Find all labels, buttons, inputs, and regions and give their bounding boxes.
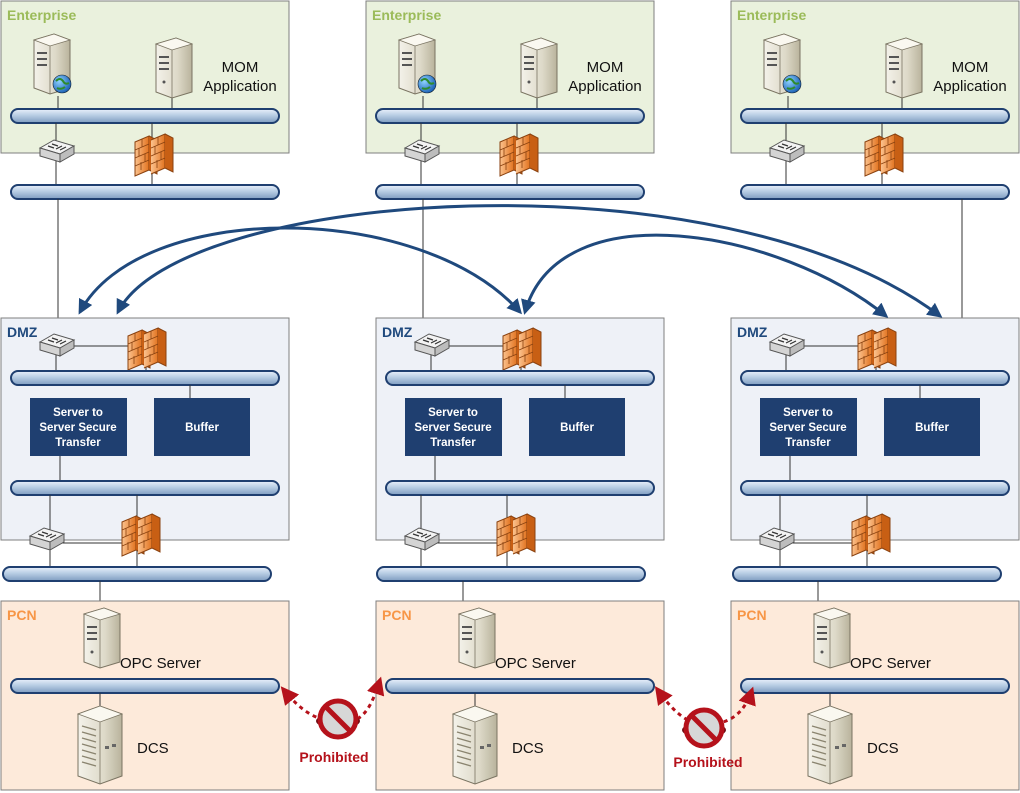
dmz1-dmz3-arrow <box>116 204 943 318</box>
dmz-title: DMZ <box>737 324 768 340</box>
firewall-icon <box>134 133 174 177</box>
opc-server-icon <box>83 607 121 669</box>
secure-transfer-line3: Transfer <box>430 437 476 449</box>
secure-transfer-line1: Server to <box>428 407 478 419</box>
secure-transfer-line3: Transfer <box>785 437 831 449</box>
pcn-zone <box>375 600 665 791</box>
firewall-icon <box>127 327 167 371</box>
enterprise-edge-bus <box>375 184 645 200</box>
enterprise-edge-bus <box>10 184 280 200</box>
dcs-label: DCS <box>137 740 169 757</box>
mom-label-line1: MOM <box>952 59 989 76</box>
firewall-icon <box>499 133 539 177</box>
dmz2-dmz3-arrow <box>521 233 889 318</box>
secure-transfer-line3: Transfer <box>55 437 101 449</box>
pcn-bus <box>10 678 280 694</box>
secure-transfer-line1: Server to <box>53 407 103 419</box>
pcn-zone <box>730 600 1020 791</box>
dmz-pcn-bus <box>732 566 1002 582</box>
opc-server-icon <box>458 607 496 669</box>
mom-label-line2: Application <box>568 78 641 95</box>
buffer-label: Buffer <box>915 422 949 434</box>
secure-transfer-line1: Server to <box>783 407 833 419</box>
dmz-lower-bus <box>740 480 1010 496</box>
enterprise-title: Enterprise <box>372 7 441 23</box>
pcn-title: PCN <box>7 607 37 623</box>
prohibited-icon <box>682 707 726 749</box>
dmz-pcn-bus <box>2 566 272 582</box>
dmz-lower-bus <box>10 480 280 496</box>
enterprise-edge-bus <box>740 184 1010 200</box>
firewall-icon <box>502 327 542 371</box>
dmz-upper-bus <box>740 370 1010 386</box>
prohibited-label: Prohibited <box>673 754 742 770</box>
column-2: Enterprise MOM Application DMZ Server to… <box>365 0 665 791</box>
pcn-bus <box>385 678 655 694</box>
secure-transfer-box <box>760 398 857 456</box>
pcn-zone <box>0 600 290 791</box>
opc-server-label: OPC Server <box>495 655 576 672</box>
secure-transfer-box <box>30 398 127 456</box>
dmz-upper-bus <box>10 370 280 386</box>
firewall-icon <box>851 513 891 557</box>
firewall-icon <box>857 327 897 371</box>
dmz-link-arrows <box>78 204 943 318</box>
prohibited-link-2: Prohibited <box>654 686 756 770</box>
opc-server-label: OPC Server <box>120 655 201 672</box>
mom-label-line2: Application <box>203 78 276 95</box>
buffer-box <box>529 398 625 456</box>
pcn-title: PCN <box>737 607 767 623</box>
mom-label-line2: Application <box>933 78 1006 95</box>
buffer-label: Buffer <box>560 422 594 434</box>
web-server-icon <box>763 33 802 95</box>
mom-label-line1: MOM <box>587 59 624 76</box>
buffer-box <box>154 398 250 456</box>
column-1: Enterprise MOM Application DMZ Server to… <box>0 0 290 791</box>
server-icon <box>520 37 558 99</box>
secure-transfer-box <box>405 398 502 456</box>
dmz-lower-bus <box>385 480 655 496</box>
column-3: Enterprise MOM Application DMZ Server to… <box>730 0 1020 791</box>
firewall-icon <box>496 513 536 557</box>
prohibited-link-1: Prohibited <box>280 676 385 765</box>
dcs-tower-icon <box>807 705 853 785</box>
pcn-bus <box>740 678 1010 694</box>
dcs-tower-icon <box>77 705 123 785</box>
enterprise-lan-bus <box>375 108 645 124</box>
enterprise-lan-bus <box>740 108 1010 124</box>
enterprise-title: Enterprise <box>737 7 806 23</box>
prohibited-label: Prohibited <box>299 749 368 765</box>
dcs-tower-icon <box>452 705 498 785</box>
pcn-title: PCN <box>382 607 412 623</box>
dcs-label: DCS <box>512 740 544 757</box>
dmz-upper-bus <box>385 370 655 386</box>
dmz-title: DMZ <box>382 324 413 340</box>
enterprise-lan-bus <box>10 108 280 124</box>
opc-server-label: OPC Server <box>850 655 931 672</box>
server-icon <box>885 37 923 99</box>
dmz-title: DMZ <box>7 324 38 340</box>
buffer-label: Buffer <box>185 422 219 434</box>
mom-label-line1: MOM <box>222 59 259 76</box>
firewall-icon <box>121 513 161 557</box>
web-server-icon <box>33 33 72 95</box>
server-icon <box>155 37 193 99</box>
firewall-icon <box>864 133 904 177</box>
web-server-icon <box>398 33 437 95</box>
opc-server-icon <box>813 607 851 669</box>
dmz1-dmz2-arrow <box>78 226 523 315</box>
secure-transfer-line2: Server Secure <box>769 422 846 434</box>
buffer-box <box>884 398 980 456</box>
dmz-pcn-bus <box>376 566 646 582</box>
secure-transfer-line2: Server Secure <box>414 422 491 434</box>
prohibited-icon <box>316 698 360 740</box>
enterprise-title: Enterprise <box>7 7 76 23</box>
secure-transfer-line2: Server Secure <box>39 422 116 434</box>
dcs-label: DCS <box>867 740 899 757</box>
